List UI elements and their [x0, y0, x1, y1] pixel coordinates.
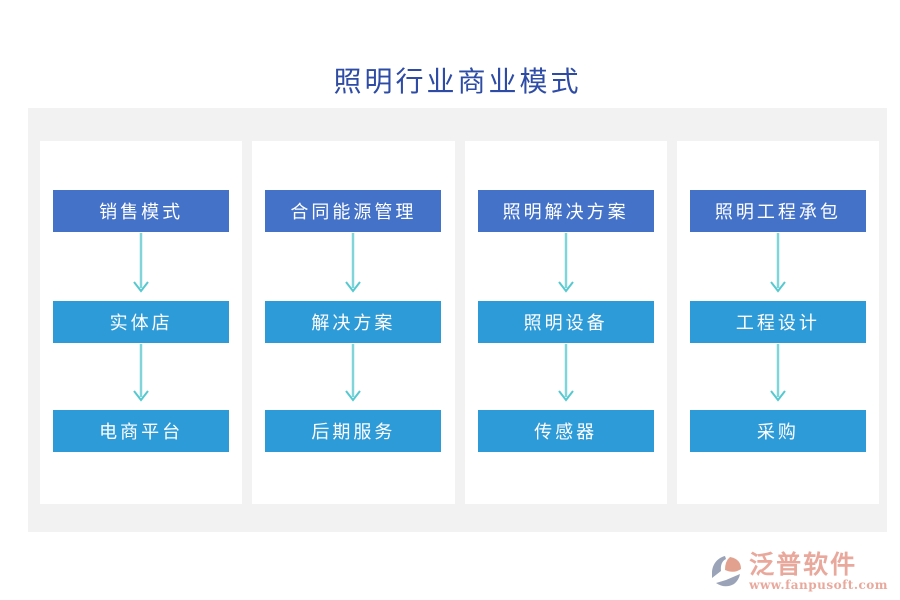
flow-box-item: 传感器 — [477, 410, 654, 452]
flow-box-item: 工程设计 — [689, 301, 866, 343]
flow-box-item: 采购 — [689, 410, 866, 452]
flow-box-header: 销售模式 — [53, 190, 230, 232]
logo-url: www.fanpusoft.com — [749, 578, 888, 592]
flow-box-header: 合同能源管理 — [265, 190, 442, 232]
flow-column-sales: 销售模式 实体店 电商平台 — [40, 141, 243, 504]
down-arrow-icon — [768, 232, 788, 301]
flow-column-contracting: 照明工程承包 工程设计 采购 — [676, 141, 879, 504]
flow-column-energy: 合同能源管理 解决方案 后期服务 — [252, 141, 455, 504]
down-arrow-icon — [556, 343, 576, 410]
down-arrow-icon — [768, 343, 788, 410]
down-arrow-icon — [556, 232, 576, 301]
page-title: 照明行业商业模式 — [333, 65, 582, 98]
flow-box-item: 电商平台 — [53, 410, 230, 452]
down-arrow-icon — [343, 232, 363, 301]
flow-box-header: 照明解决方案 — [477, 190, 654, 232]
flow-column-solution: 照明解决方案 照明设备 传感器 — [464, 141, 667, 504]
flow-box-header: 照明工程承包 — [689, 190, 866, 232]
fanpu-logo-icon — [712, 555, 742, 587]
logo-text: 泛普软件 — [749, 549, 858, 579]
down-arrow-icon — [343, 343, 363, 410]
flow-box-item: 解决方案 — [265, 301, 442, 343]
down-arrow-icon — [131, 232, 151, 301]
flow-box-item: 后期服务 — [265, 410, 442, 452]
diagram-panel: 销售模式 实体店 电商平台 合同能源管理 解决方案 后期服务 照明解决方案 照明… — [28, 108, 887, 532]
flow-box-item: 照明设备 — [477, 301, 654, 343]
down-arrow-icon — [131, 343, 151, 410]
flow-box-item: 实体店 — [53, 301, 230, 343]
footer-logo: 泛普软件 www.fanpusoft.com — [709, 549, 888, 592]
